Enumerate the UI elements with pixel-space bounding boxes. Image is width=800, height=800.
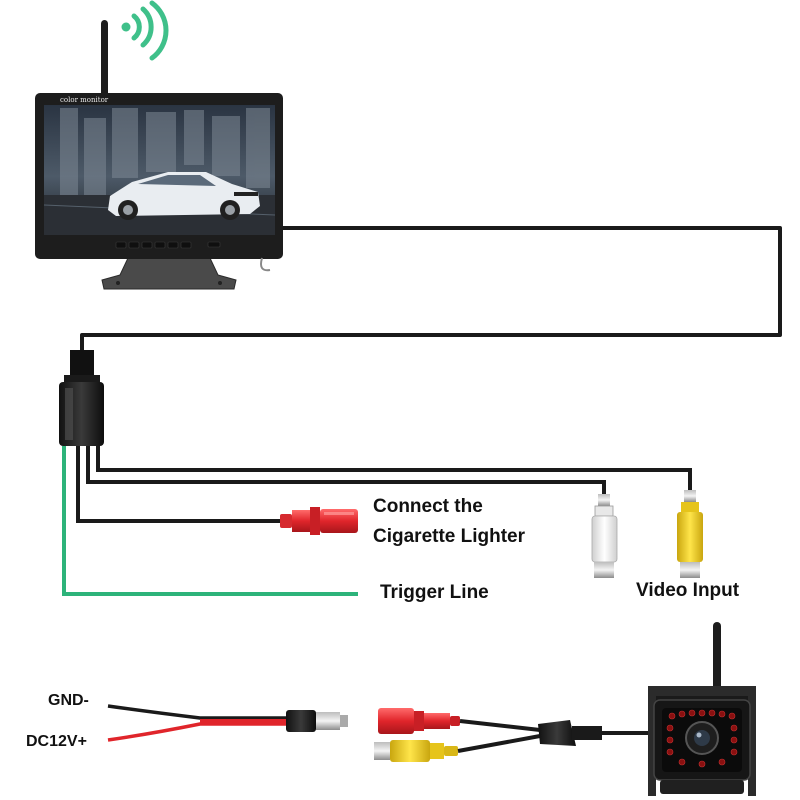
dc12v-wire bbox=[107, 722, 288, 742]
camera-power-socket bbox=[378, 708, 460, 734]
video-cable-yellow bbox=[96, 446, 692, 492]
monitor-buttons[interactable] bbox=[115, 241, 221, 249]
camera-antenna bbox=[713, 622, 721, 702]
dc-power-plug bbox=[286, 710, 348, 732]
car-image bbox=[108, 172, 260, 220]
main-video-cable bbox=[80, 226, 782, 352]
cigarette-lighter-label-line2: Cigarette Lighter bbox=[373, 526, 526, 547]
wifi-signal-icon bbox=[121, 0, 169, 61]
rca-plug-yellow bbox=[677, 490, 703, 578]
color-monitor: color monitor bbox=[35, 20, 283, 290]
trigger-line-label: Trigger Line bbox=[380, 582, 489, 603]
audio-cable-white bbox=[86, 446, 606, 496]
cigarette-lighter-label-line1: Connect the bbox=[373, 496, 483, 517]
monitor-antenna bbox=[101, 20, 108, 100]
main-connector-plug bbox=[59, 350, 104, 446]
trigger-wire bbox=[62, 446, 358, 596]
dc12v-label: DC12V+ bbox=[26, 733, 87, 750]
gnd-label: GND- bbox=[48, 692, 89, 709]
infrared-led-icon bbox=[666, 709, 738, 768]
gnd-wire bbox=[107, 704, 288, 720]
camera-junction bbox=[538, 720, 602, 746]
power-cable bbox=[76, 446, 282, 523]
monitor-caption: color monitor bbox=[60, 96, 109, 104]
video-input-label: Video Input bbox=[636, 580, 740, 601]
monitor-stand bbox=[101, 257, 237, 290]
camera-video-plug bbox=[374, 740, 458, 762]
backup-camera bbox=[648, 622, 756, 796]
cigarette-lighter-plug bbox=[280, 507, 358, 535]
rca-plug-white bbox=[591, 494, 618, 578]
